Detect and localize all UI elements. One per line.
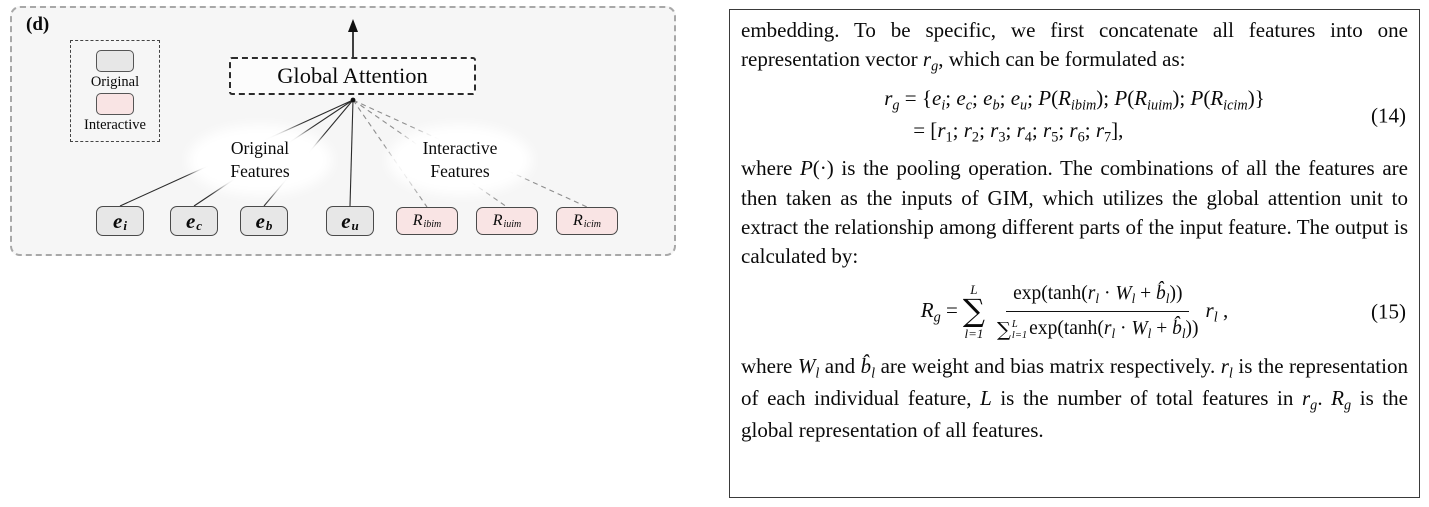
fraction: exp(tanh(rl · Wl + b̂l)) ∑ L l=1 exp(tan… xyxy=(997,280,1199,344)
architecture-figure-panel: (d) Original Interactive Global Attentio… xyxy=(10,6,676,256)
equation-14: rg = {ei; ec; eb; eu; P(Ribim); P(Riuim)… xyxy=(741,84,1408,149)
node-base: R xyxy=(412,212,423,229)
node-subscript: iuim xyxy=(503,218,522,230)
inline-sum-symbol: ∑ xyxy=(996,317,1011,341)
original-swatch xyxy=(96,50,134,73)
summation-operator: L ∑ l=1 xyxy=(962,281,985,341)
original-features-line2: Features xyxy=(230,161,290,181)
node-subscript: icim xyxy=(583,218,601,230)
node-base: e xyxy=(185,208,196,233)
original-features-group-label: Original Features xyxy=(198,131,322,189)
interactive-features-line2: Features xyxy=(430,161,490,181)
legend-original-label: Original xyxy=(90,74,140,91)
paper-text-panel: embedding. To be specific, we first conc… xyxy=(729,9,1420,498)
equation-14-line-2: = [r1; r2; r3; r4; r5; r6; r7], xyxy=(913,117,1124,146)
arrow-head xyxy=(348,19,358,32)
equation-14-number: (14) xyxy=(1371,103,1406,128)
paragraph-3: where Wl and b̂l are weight and bias mat… xyxy=(741,353,1409,443)
interactive-swatch xyxy=(96,93,134,115)
node-subscript: c xyxy=(196,218,203,233)
equation-15-lhs: Rg = xyxy=(920,297,958,325)
node-base: e xyxy=(113,208,123,233)
sum-upper-limit: L xyxy=(970,281,978,297)
legend-interactive-label: Interactive xyxy=(84,117,146,133)
inline-sum-limits: L l=1 xyxy=(1012,319,1027,341)
equation-14-body: rg = {ei; ec; eb; eu; P(Ribim); P(Riuim)… xyxy=(884,84,1265,149)
node-base: e xyxy=(341,208,351,233)
paragraph-1: embedding. To be specific, we first conc… xyxy=(741,18,1408,75)
legend: Original Interactive xyxy=(70,40,160,142)
equation-14-line-1: rg = {ei; ec; eb; eu; P(Ribim); P(Riuim)… xyxy=(884,85,1265,113)
fraction-denominator: ∑ L l=1 exp(tanh(rl · Wl + b̂l)) xyxy=(997,312,1199,344)
equation-15-number: (15) xyxy=(1371,299,1406,324)
interactive-features-group-label: Interactive Features xyxy=(398,131,522,189)
node-base: R xyxy=(573,212,583,229)
sum-lower-limit: l=1 xyxy=(964,325,984,341)
inline-sum-upper: L xyxy=(1011,318,1018,330)
sum-symbol: ∑ xyxy=(962,293,985,330)
inline-sum-lower: l=1 xyxy=(1011,329,1028,341)
attention-junction-dot xyxy=(350,97,356,103)
fraction-denominator-rest: exp(tanh(rl · Wl + b̂l)) xyxy=(1029,318,1199,342)
global-attention-box: Global Attention xyxy=(229,57,476,95)
equation-15: Rg = L ∑ l=1 exp(tanh(rl · Wl + b̂l)) ∑ … xyxy=(741,280,1408,344)
equation-15-rhs: rl , xyxy=(1205,297,1229,325)
node-subscript: b xyxy=(265,218,273,233)
interactive-features-line1: Interactive xyxy=(422,138,498,159)
node-base: R xyxy=(492,212,503,229)
paragraph-2: where P(·) is the pooling operation. The… xyxy=(741,156,1409,269)
original-features-line1: Original xyxy=(230,138,290,159)
fraction-numerator: exp(tanh(rl · Wl + b̂l)) xyxy=(1006,280,1190,313)
node-subscript: ibim xyxy=(423,218,442,230)
node-base: e xyxy=(255,208,265,233)
node-subscript: i xyxy=(123,218,127,233)
node-subscript: u xyxy=(351,218,359,233)
panel-label: (d) xyxy=(26,14,50,35)
